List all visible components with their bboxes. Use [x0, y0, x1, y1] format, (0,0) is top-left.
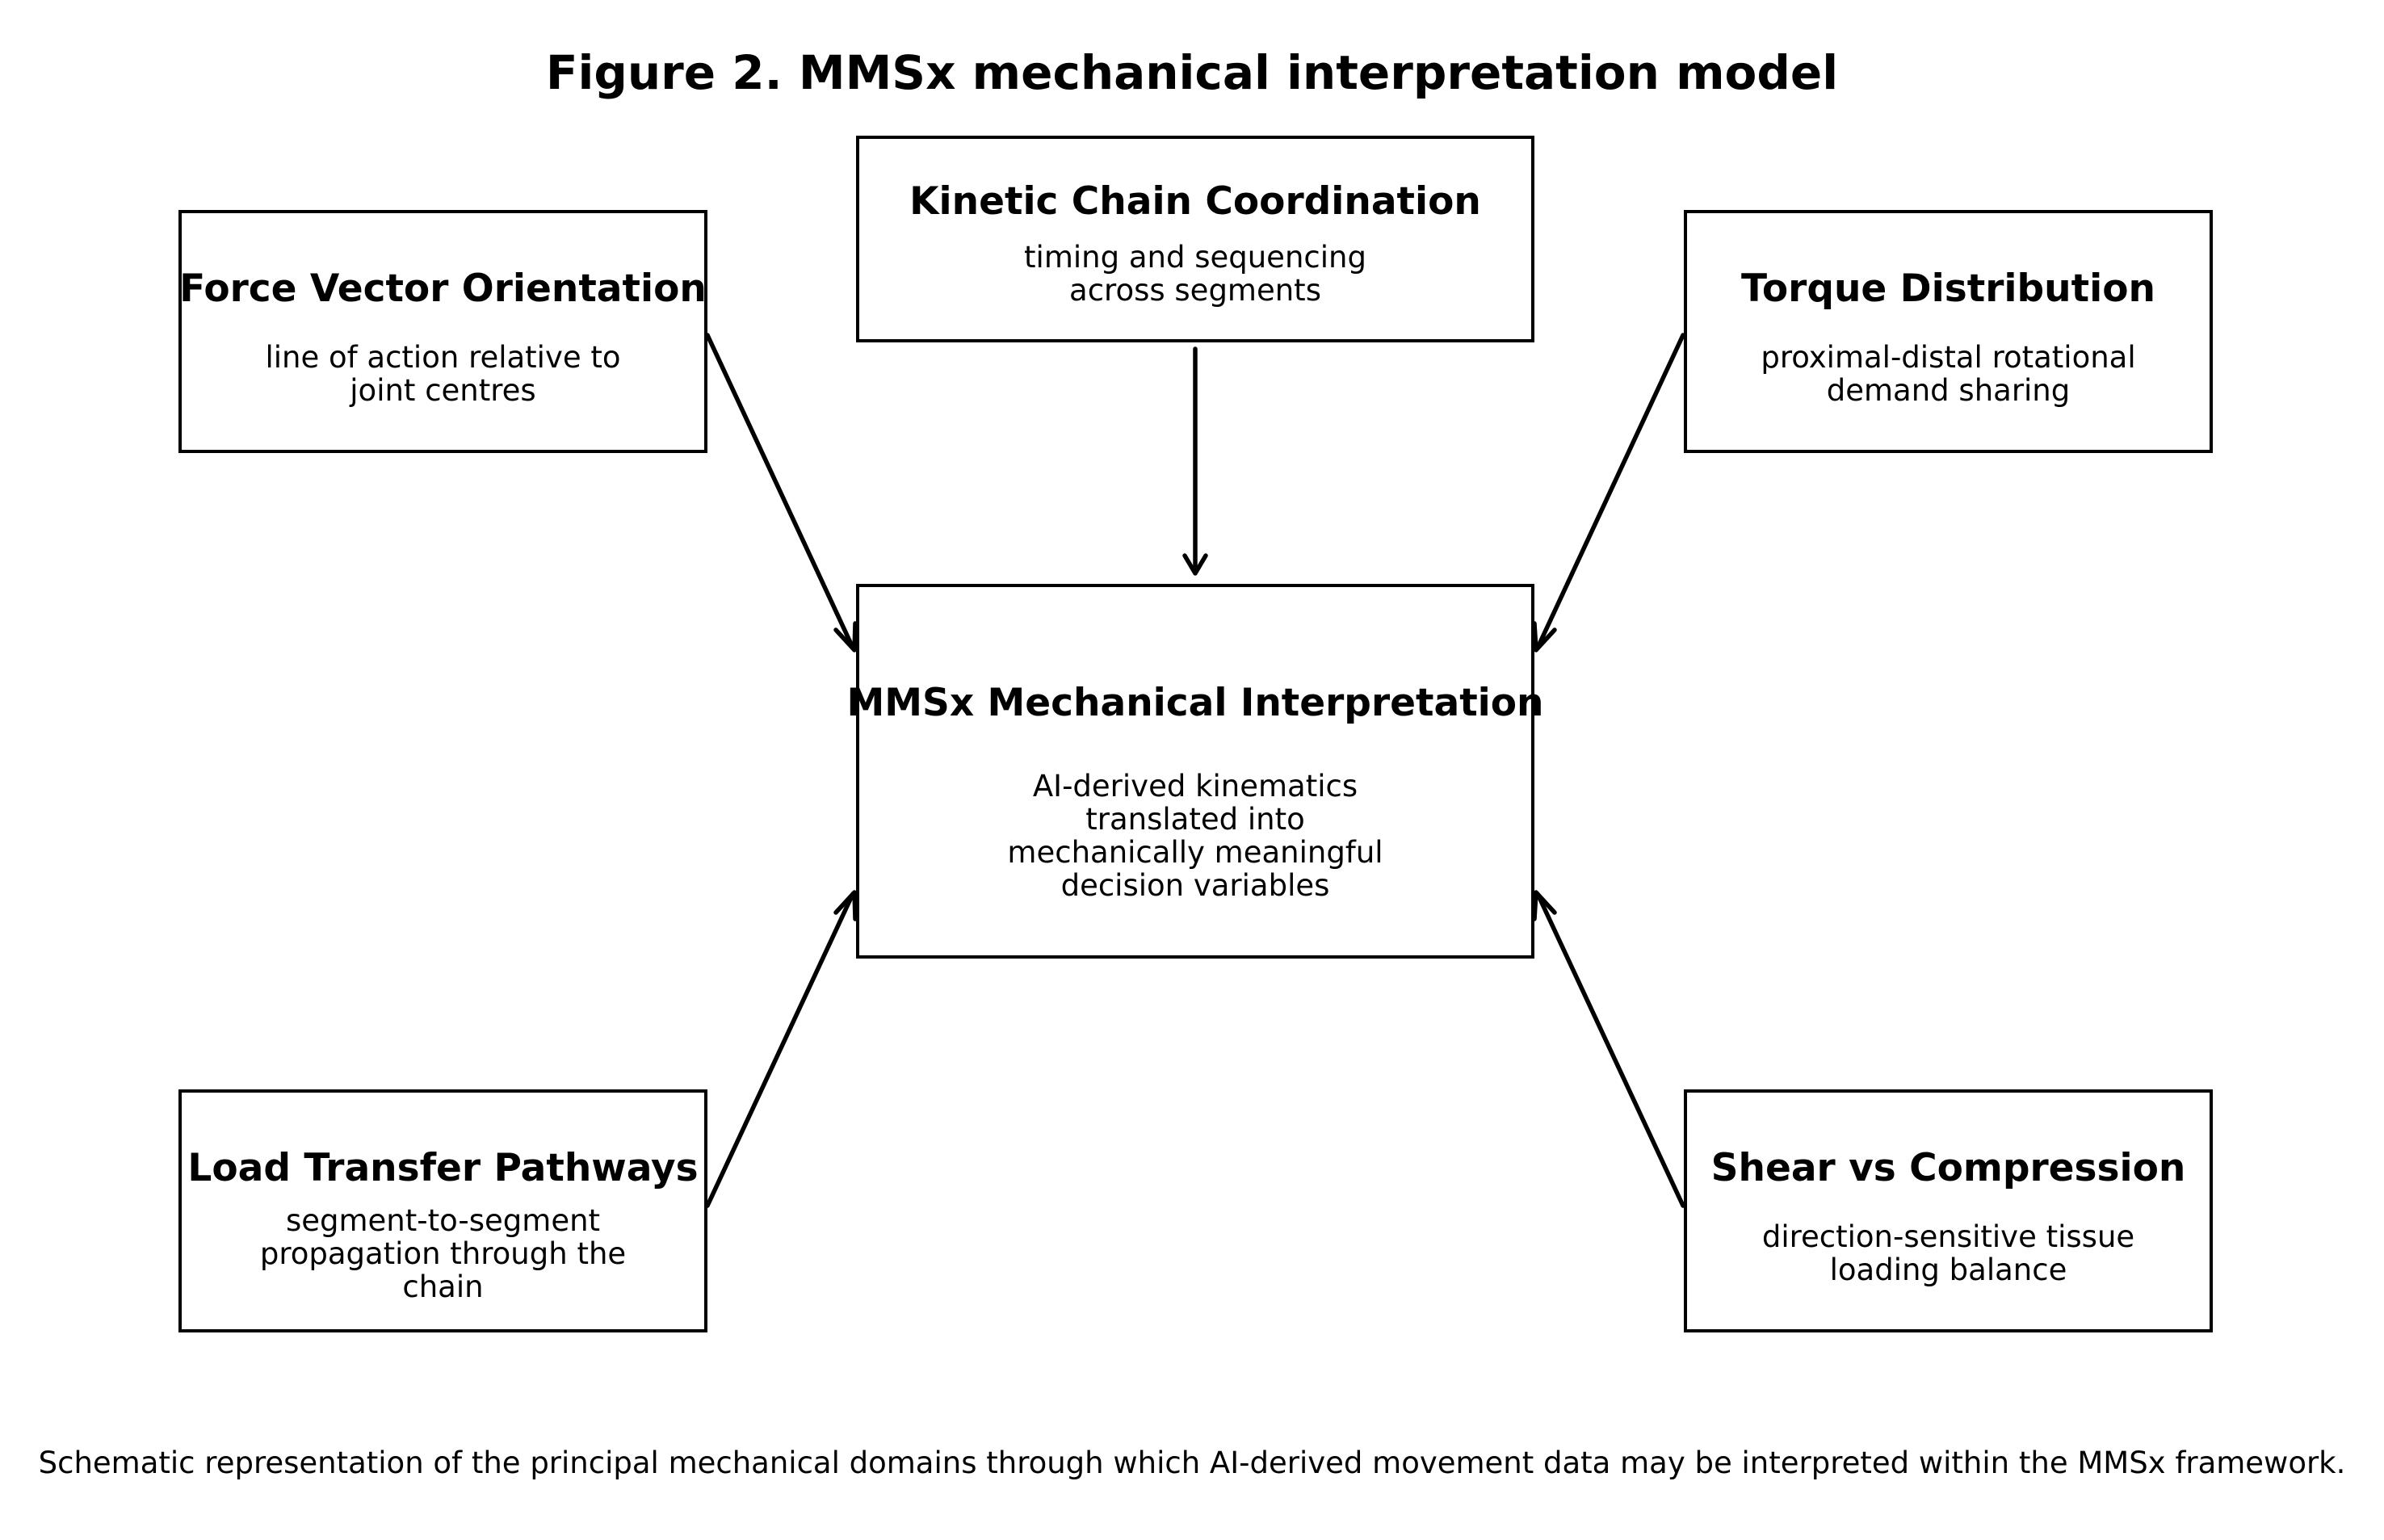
force-vector-title: Force Vector Orientation	[179, 266, 707, 311]
torque-distribution-box: Torque Distribution proximal-distal rota…	[1684, 210, 2213, 453]
kinetic-chain-title: Kinetic Chain Coordination	[909, 179, 1481, 224]
central-box: MMSx Mechanical Interpretation AI-derive…	[846, 584, 1544, 959]
load-transfer-box: Load Transfer Pathways segment-to-segmen…	[178, 1089, 707, 1332]
arrow-load-to-center	[705, 890, 858, 1208]
load-transfer-title: Load Transfer Pathways	[187, 1146, 699, 1190]
shear-compression-description: direction-sensitive tissue loading balan…	[1761, 1219, 2135, 1287]
load-transfer-description: segment-to-segment propagation through t…	[259, 1203, 627, 1304]
figure-title: Figure 2. MMSx mechanical interpretation…	[545, 45, 1839, 100]
torque-distribution-description: proximal-distal rotational demand sharin…	[1761, 340, 2136, 408]
force-vector-box: Force Vector Orientation line of action …	[178, 210, 707, 453]
arrow-kinetic-to-center	[1182, 346, 1208, 576]
arrow-torque-to-center	[1532, 333, 1685, 653]
torque-distribution-title: Torque Distribution	[1741, 266, 2155, 311]
figure-caption: Schematic representation of the principa…	[38, 1446, 2346, 1480]
arrow-shear-to-center	[1532, 890, 1685, 1208]
central-title: MMSx Mechanical Interpretation	[846, 681, 1544, 725]
kinetic-chain-box: Kinetic Chain Coordination timing and se…	[856, 136, 1534, 342]
force-vector-description: line of action relative to joint centres	[265, 340, 621, 408]
arrow-force-to-center	[705, 333, 858, 653]
kinetic-chain-description: timing and sequencing across segments	[1024, 240, 1366, 308]
central-description: AI-derived kinematics translated into me…	[1007, 769, 1383, 903]
shear-compression-title: Shear vs Compression	[1710, 1146, 2186, 1190]
shear-compression-box: Shear vs Compression direction-sensitive…	[1684, 1089, 2213, 1332]
